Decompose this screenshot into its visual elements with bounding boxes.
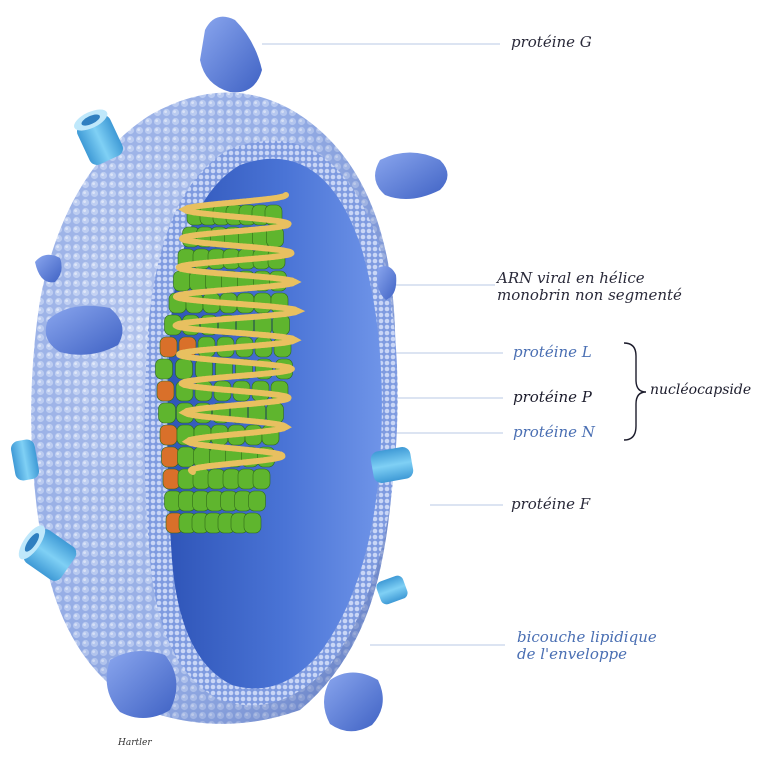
nucleoprotein-block [174,271,191,291]
nucleoprotein-block [208,469,225,489]
spike-right-upper [375,153,447,200]
label-proteine-f: protéine F [511,496,590,513]
nucleoprotein-block [244,513,261,533]
label-proteine-n: protéine N [513,424,595,441]
nucleoprotein-block [249,491,266,511]
nucleoprotein-block [178,447,195,467]
label-bicouche-line2: de l'enveloppe [517,646,627,663]
spike-bottom-right [324,673,383,732]
nucleoprotein-block [163,469,180,489]
label-arn-line1: ARN viral en hélice [497,270,645,287]
nucleoprotein-block [253,469,270,489]
spike-g-top [200,17,262,93]
label-proteine-l: protéine L [513,344,592,361]
nucleoprotein-block [162,447,179,467]
label-nucleocapside: nucléocapside [650,382,751,399]
nucleoprotein-block [267,403,284,423]
spike-bottom-left [107,651,177,718]
spike-left-small [35,255,62,283]
nucleoprotein-block [160,337,177,357]
nucleoprotein-block [157,381,174,401]
label-arn-line2: monobrin non segmenté [497,287,682,304]
label-proteine-g: protéine G [511,34,592,51]
nucleoprotein-block [156,359,173,379]
nucleocapside-brace [624,343,646,440]
nucleoprotein-block [238,469,255,489]
tube-right-lower [375,574,410,606]
label-bicouche-line1: bicouche lipidique [517,629,657,646]
nucleoprotein-block [159,403,176,423]
artist-signature: Hartler [118,738,152,749]
nucleoprotein-block [160,425,177,445]
label-proteine-p: protéine P [513,389,592,406]
nucleoprotein-block [223,469,240,489]
nucleoprotein-block [176,359,193,379]
